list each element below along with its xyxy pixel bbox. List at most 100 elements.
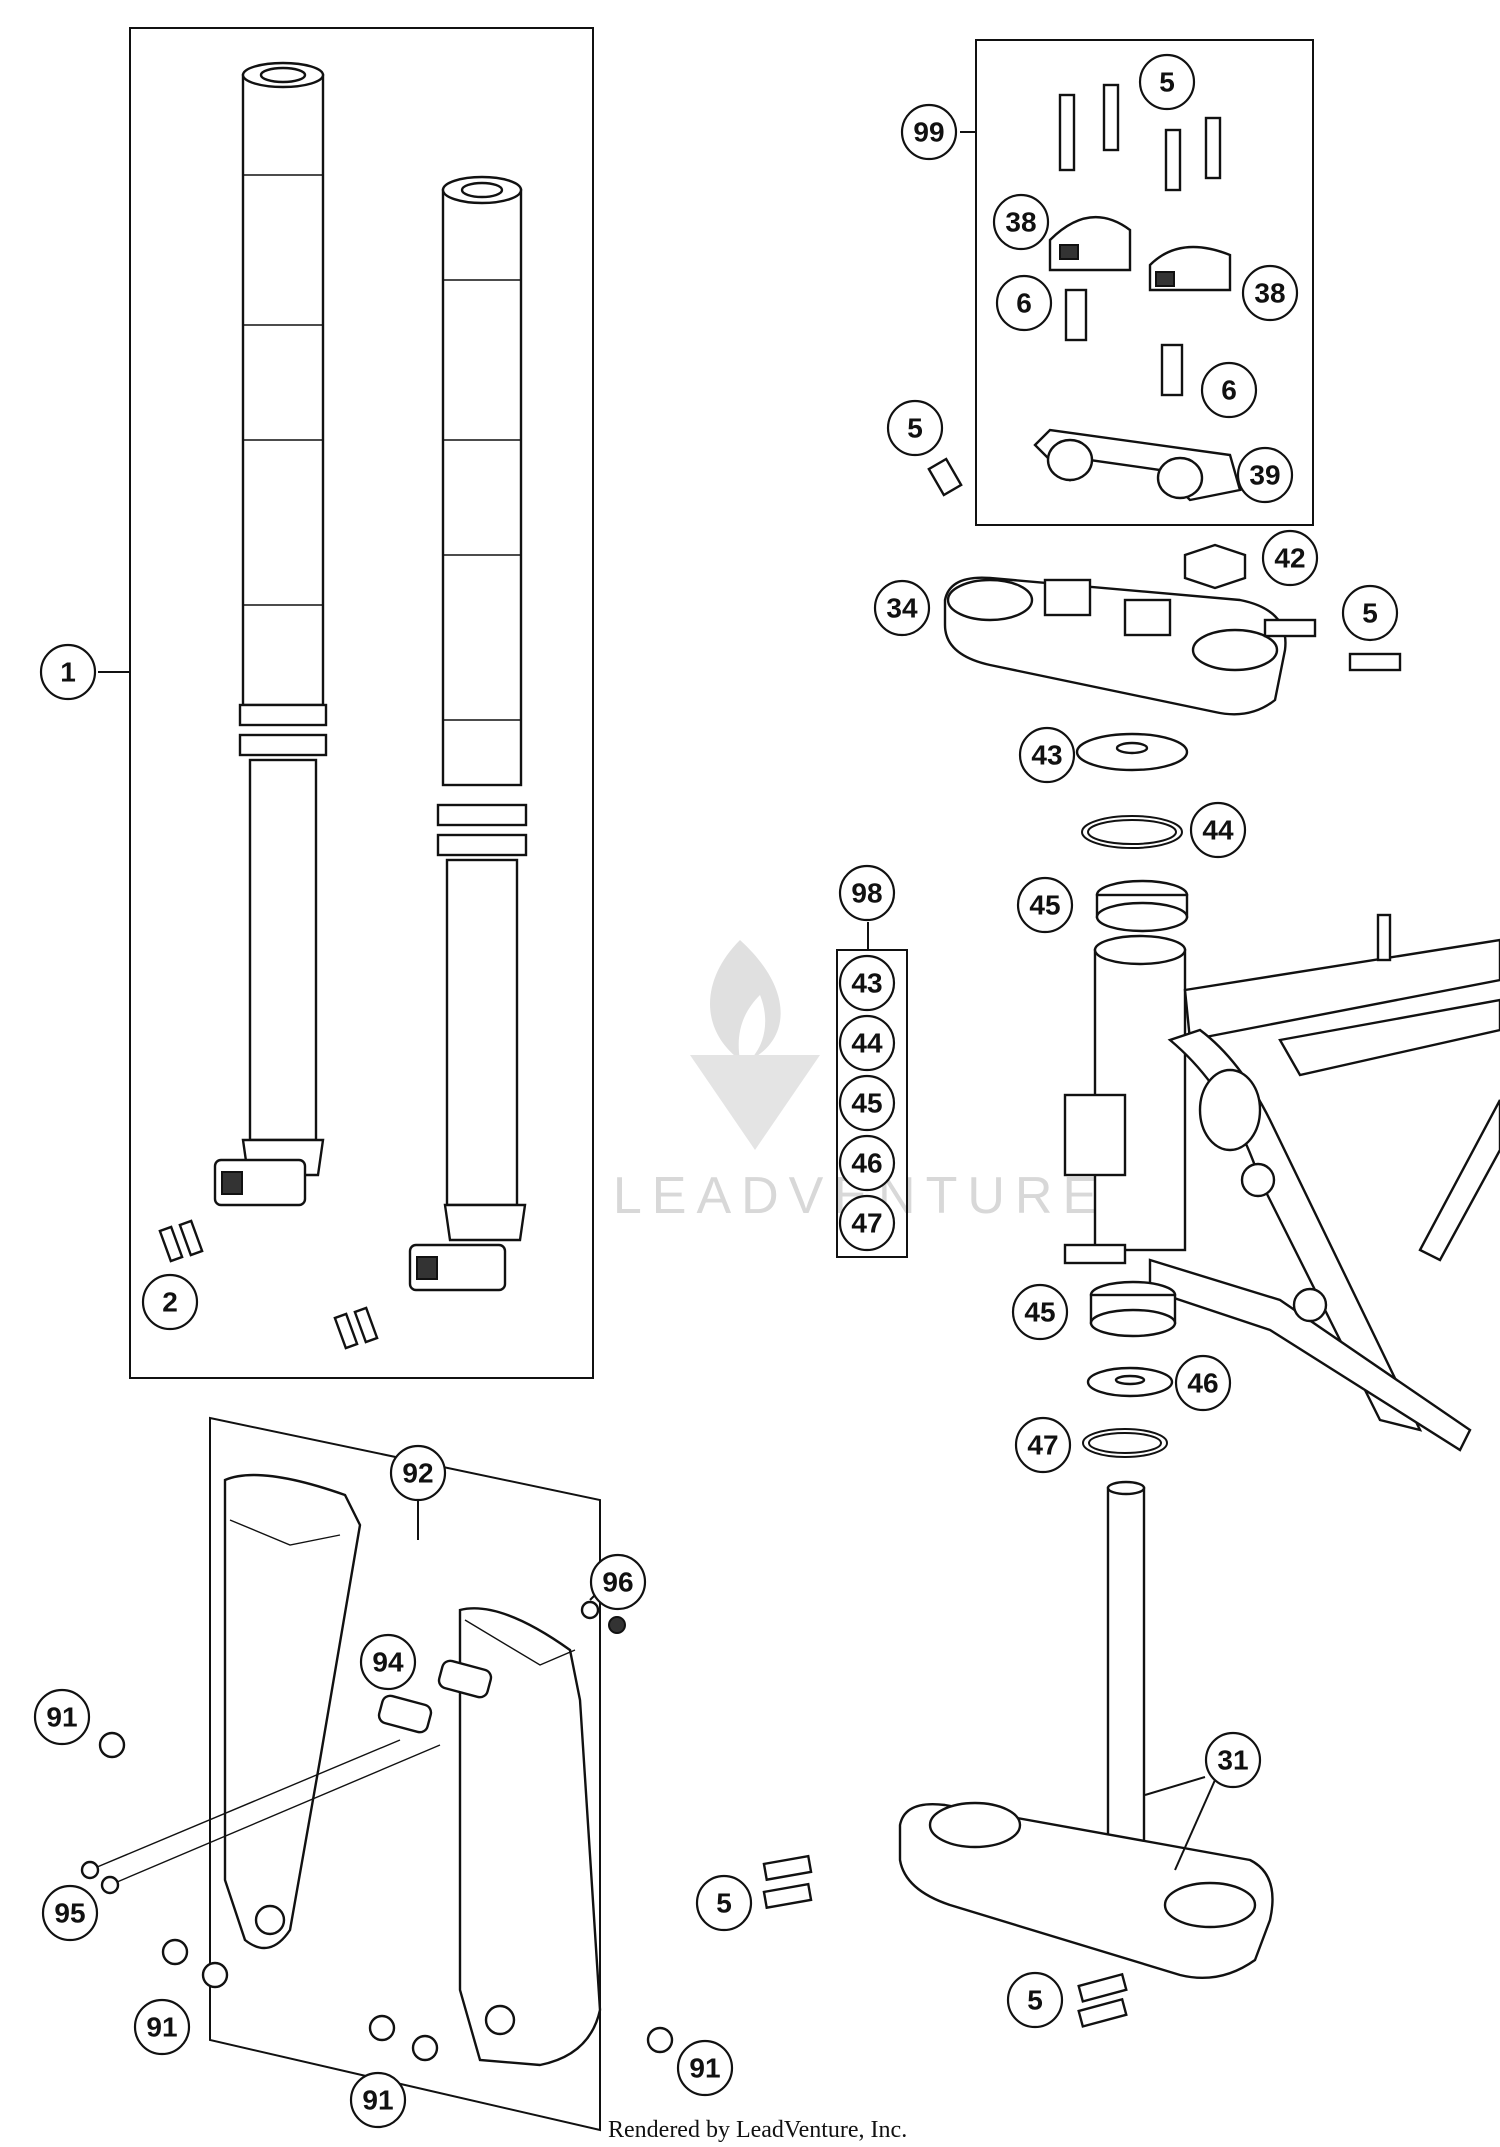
svg-text:5: 5 [716,1888,732,1919]
callout-42: 42 [1261,529,1319,587]
dust-seal-43 [1075,732,1189,772]
callout-47: 47 [1014,1416,1072,1474]
callout-1: 1 [39,643,97,701]
callout-6-right: 6 [1200,361,1258,419]
kit-callout-43: 43 [838,954,896,1012]
separate-bolt-5 [927,457,963,497]
callout-98: 98 [838,864,896,922]
steering-nut [1183,543,1247,590]
callout-6-left: 6 [995,274,1053,332]
callout-94: 94 [359,1633,417,1691]
callout-91-lower-left: 91 [133,1998,191,2056]
callout-5-center: 5 [695,1874,753,1932]
svg-text:5: 5 [1159,67,1175,98]
svg-text:99: 99 [913,117,944,148]
svg-text:47: 47 [1027,1430,1058,1461]
svg-text:45: 45 [851,1088,882,1119]
callout-91-left: 91 [33,1688,91,1746]
svg-text:43: 43 [851,968,882,999]
svg-text:98: 98 [851,878,882,909]
svg-text:96: 96 [602,1567,633,1598]
svg-text:5: 5 [907,413,923,444]
kit-callout-46: 46 [838,1134,896,1192]
svg-text:45: 45 [1024,1297,1055,1328]
callout-5-lower-clamp: 5 [1006,1971,1064,2029]
guard-long-bolts-95 [80,1739,441,1895]
seal-46 [1086,1366,1174,1398]
lower-triple-clamp [898,1480,1274,1980]
svg-text:38: 38 [1254,278,1285,309]
frame-section [1063,913,1500,1452]
svg-text:5: 5 [1027,1985,1043,2016]
kit-callout-47: 47 [838,1194,896,1252]
fork-group-box [129,27,594,1379]
pinch-bolts-upper [158,1219,379,1350]
svg-text:43: 43 [1031,740,1062,771]
handlebar-clamp-upper-left [1048,216,1132,272]
leader-31a [1144,1776,1206,1796]
callout-5-right: 5 [1341,584,1399,642]
svg-text:6: 6 [1016,288,1032,319]
kit-callout-44: 44 [838,1014,896,1072]
callout-34: 34 [873,579,931,637]
svg-text:1: 1 [60,657,76,688]
callout-38-right: 38 [1241,264,1299,322]
guard-screws-91 [98,1731,674,2062]
clamp-bolts [1058,83,1222,192]
callout-45-lower: 45 [1011,1283,1069,1341]
svg-text:45: 45 [1029,890,1060,921]
kit-callout-45: 45 [838,1074,896,1132]
svg-text:34: 34 [886,593,918,624]
svg-text:42: 42 [1274,543,1305,574]
callout-91-bottom: 91 [349,2071,407,2129]
svg-text:94: 94 [372,1647,404,1678]
handlebar-clamp-lower [1033,428,1242,502]
bearing-45-lower [1089,1280,1177,1338]
svg-text:31: 31 [1217,1745,1248,1776]
lower-clamp-bolts-5 [1077,1972,1128,2028]
fork-leg-left [213,61,328,1207]
callout-31: 31 [1204,1731,1262,1789]
svg-text:46: 46 [851,1148,882,1179]
callout-44: 44 [1189,801,1247,859]
svg-text:39: 39 [1249,460,1280,491]
o-ring-44 [1081,815,1183,849]
callout-5-kit: 5 [1138,53,1196,111]
callout-92: 92 [389,1444,447,1502]
svg-text:91: 91 [146,2012,177,2043]
svg-text:44: 44 [1202,815,1234,846]
svg-text:91: 91 [46,1702,77,1733]
guard-nuts-96 [580,1600,626,1634]
separate-bolts-5-lower [762,1854,813,1910]
svg-text:6: 6 [1221,375,1237,406]
fork-guard-right [458,1607,602,2067]
svg-text:5: 5 [1362,598,1378,629]
fork-guard-group-outline [209,1416,601,2132]
svg-text:44: 44 [851,1028,883,1059]
svg-text:91: 91 [362,2085,393,2116]
svg-text:2: 2 [162,1287,178,1318]
callout-2: 2 [141,1273,199,1331]
svg-text:91: 91 [689,2053,720,2084]
svg-text:95: 95 [54,1898,85,1929]
fork-guard-left [223,1473,362,1950]
upper-triple-clamp [943,576,1287,716]
callout-45-upper: 45 [1016,876,1074,934]
credit-text: Rendered by LeadVenture, Inc. [608,2117,907,2143]
handlebar-clamp-kit-box [975,39,1314,526]
svg-text:46: 46 [1187,1368,1218,1399]
callout-96: 96 [589,1553,647,1611]
callout-46: 46 [1174,1354,1232,1412]
clamp-bolts-5 [1263,618,1402,672]
callout-95: 95 [41,1884,99,1942]
svg-text:47: 47 [851,1208,882,1239]
fork-leg-right [408,175,528,1292]
guard-mount-94 [377,1659,493,1734]
callout-99: 99 [900,103,958,161]
svg-text:92: 92 [402,1458,433,1489]
callout-5-left: 5 [886,399,944,457]
leader-31b [1174,1779,1216,1871]
bearing-kit-box [836,949,908,1258]
svg-text:38: 38 [1005,207,1036,238]
